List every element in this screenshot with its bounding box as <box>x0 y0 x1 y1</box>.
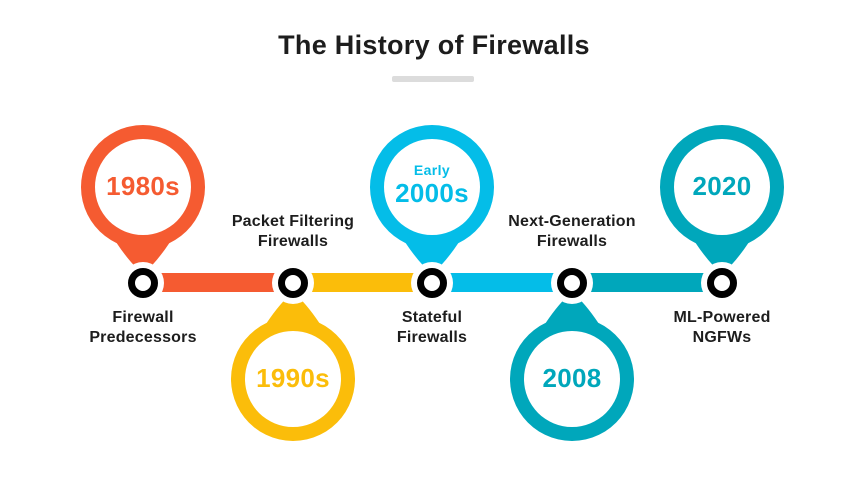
pin-balloon-2000s <box>370 125 494 275</box>
milestone-label-next-generation: Next-Generation Firewalls <box>508 213 636 250</box>
timeline-segment-1990s-2000s <box>293 273 432 292</box>
timeline-segment-2008-2020 <box>572 273 722 292</box>
pin-balloon-2008 <box>510 292 634 441</box>
timeline-node-1980s <box>128 268 158 298</box>
pin-period-1980s: 1980s <box>106 171 180 201</box>
pin-period-2000s: Early 2000s <box>395 162 469 209</box>
title-underline <box>392 76 474 82</box>
page-title: The History of Firewalls <box>278 30 590 60</box>
timeline-segment-1980s-1990s <box>143 273 293 292</box>
pin-balloon-1980s <box>81 125 205 275</box>
timeline-node-1990s <box>278 268 308 298</box>
timeline-node-2000s <box>417 268 447 298</box>
pin-period-2020: 2020 <box>692 171 752 201</box>
milestone-label-ml-powered-ngfws: ML-Powered NGFWs <box>673 309 771 346</box>
timeline-node-2020 <box>707 268 737 298</box>
pin-balloon-1990s <box>231 292 355 441</box>
milestone-label-firewall-predecessors: Firewall Predecessors <box>89 309 197 346</box>
timeline-node-2008 <box>557 268 587 298</box>
pin-period-2008: 2008 <box>542 363 602 393</box>
milestone-label-packet-filtering: Packet Filtering Firewalls <box>231 213 355 250</box>
timeline-segment-2000s-2008 <box>432 273 572 292</box>
pin-period-1990s: 1990s <box>256 363 330 393</box>
pin-balloon-2020 <box>660 125 784 275</box>
milestone-label-stateful-firewalls: Stateful Firewalls <box>396 309 468 346</box>
